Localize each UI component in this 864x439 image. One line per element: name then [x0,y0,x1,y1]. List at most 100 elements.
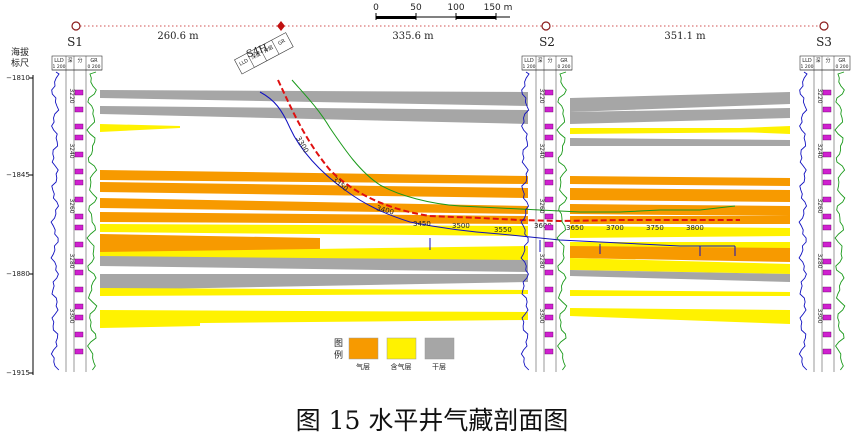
axis-tick-1845: −1845 [6,171,30,179]
band-dry [100,90,528,106]
s4h-header-layer: 分层 [262,44,274,55]
well-s1-header-gr: GR [90,58,98,64]
band-dry [570,138,790,146]
distance-s1-s4h: 260.6 m [157,31,199,42]
well-s3-depth-label: 3220 [816,88,823,103]
legend: 图 例 气层 含气层 干层 [334,337,455,371]
horizontal-well-s4h: LLD 深度 分层 GR S4H 3300 3350 3400 3450 350… [234,32,740,256]
s4h-header-gr: GR [277,38,287,47]
distance-s2-s3: 351.1 m [664,31,706,42]
hz-depth-3800: 3800 [686,224,704,232]
well-s2-header-lld: LLD [524,58,534,64]
legend-swatch-gas-bearing [386,337,417,360]
well-s1-header-depth: 深 [67,57,72,64]
well-s2-depth-label: 3300 [538,308,545,323]
band-gas [100,182,528,198]
well-s1-header-lld: LLD [54,58,64,64]
s4h-header-depth: 深度 [250,50,262,61]
well-label-s3: S3 [816,35,832,49]
scale-tick-150: 150 m [484,3,513,13]
band-gas-bearing [100,124,180,132]
well-s1-header-layer: 分 [77,57,82,64]
well-s1-depth-label: 3260 [68,198,75,213]
well-s3-header-gr: GR [838,58,846,64]
legend-swatch-dry [424,337,455,360]
scale-tick-50: 50 [410,3,422,13]
distance-s4h-s2: 335.6 m [392,31,434,42]
s4h-header-lld: LLD [238,58,249,68]
band-gas-bearing [570,258,790,274]
hz-depth-3450: 3450 [413,220,431,228]
well-s1-lld-scale: 1 200 [53,64,66,70]
band-dry [100,106,528,124]
legend-label-gas: 气层 [356,362,370,371]
well-s2-header-layer: 分 [547,57,552,64]
well-s1-depth-label: 3280 [68,253,75,268]
legend-title-char1: 图 [334,338,343,349]
legend-title-char2: 例 [334,349,343,361]
well-s2-lld-scale: 1 200 [523,64,536,70]
band-gas [570,176,790,186]
hz-depth-3700: 3700 [606,224,624,232]
band-gas-bearing [570,308,790,324]
axis-tick-1880: −1880 [6,270,30,278]
well-s2-depth-label: 3260 [538,198,545,213]
well-s3-gr-scale: 0 200 [836,64,849,70]
scale-bar: 0 50 100 150 m [373,3,512,20]
legend-label-gas-bearing: 含气层 [391,362,412,371]
band-gas [570,216,790,224]
band-gas-bearing [100,288,528,296]
well-s1-depth-label: 3300 [68,308,75,323]
axis-title-line2: 标尺 [11,57,29,69]
well-s2-header-gr: GR [560,58,568,64]
scale-tick-100: 100 [447,3,464,13]
band-dry [100,256,528,272]
scale-tick-0: 0 [373,3,379,13]
band-gas-bearing [570,226,790,238]
band-gas-bearing [100,224,528,236]
hz-depth-3750: 3750 [646,224,664,232]
elevation-axis: 海拔 标尺 −1810 −1845 −1880 −1915 [6,46,34,377]
well-s1-depth-label: 3240 [68,143,75,158]
hz-depth-3550: 3550 [494,226,512,234]
band-gas [100,170,528,184]
well-s2-depth-label: 3280 [538,253,545,268]
well-s1-gr-scale: 0 200 [88,64,101,70]
hz-depth-3500: 3500 [452,222,470,230]
band-gas-bearing [100,310,528,324]
well-s3-header-lld: LLD [802,58,812,64]
band-dry [570,108,790,124]
legend-label-dry: 干层 [432,363,446,371]
well-s2-depth-label: 3220 [538,88,545,103]
axis-tick-1810: −1810 [6,74,30,82]
band-gas-bearing [100,322,200,328]
well-line: 260.6 m 335.6 m 351.1 m S1 S2 S3 [67,21,832,49]
band-dry [570,270,790,282]
axis-title-line1: 海拔 [11,46,29,58]
hz-depth-3650: 3650 [566,224,584,232]
well-s2-gr-scale: 0 200 [558,64,571,70]
well-s3-header-layer: 分 [825,57,830,64]
well-s1-depth-label: 3220 [68,88,75,103]
correlation-bands [100,90,790,328]
figure-caption: 图 15 水平井气藏剖面图 [295,406,569,435]
well-label-s1: S1 [67,35,83,49]
legend-swatch-gas [348,337,379,360]
well-s3-depth-label: 3300 [816,308,823,323]
well-s3-depth-label: 3240 [816,143,823,158]
hz-depth-3600: 3600 [534,222,552,230]
well-s2-depth-label: 3240 [538,143,545,158]
band-dry [100,274,528,290]
section-diagram: 0 50 100 150 m 260.6 m 335.6 m 351.1 m S… [6,3,851,377]
band-gas [100,198,528,214]
well-s3-depth-label: 3280 [816,253,823,268]
well-s3-depth-label: 3260 [816,198,823,213]
well-s2-header-depth: 深 [537,57,542,64]
band-gas [570,188,790,202]
band-gas-bearing [740,126,790,134]
well-s3-header-depth: 深 [815,57,820,64]
well-s3-lld-scale: 1 200 [801,64,814,70]
